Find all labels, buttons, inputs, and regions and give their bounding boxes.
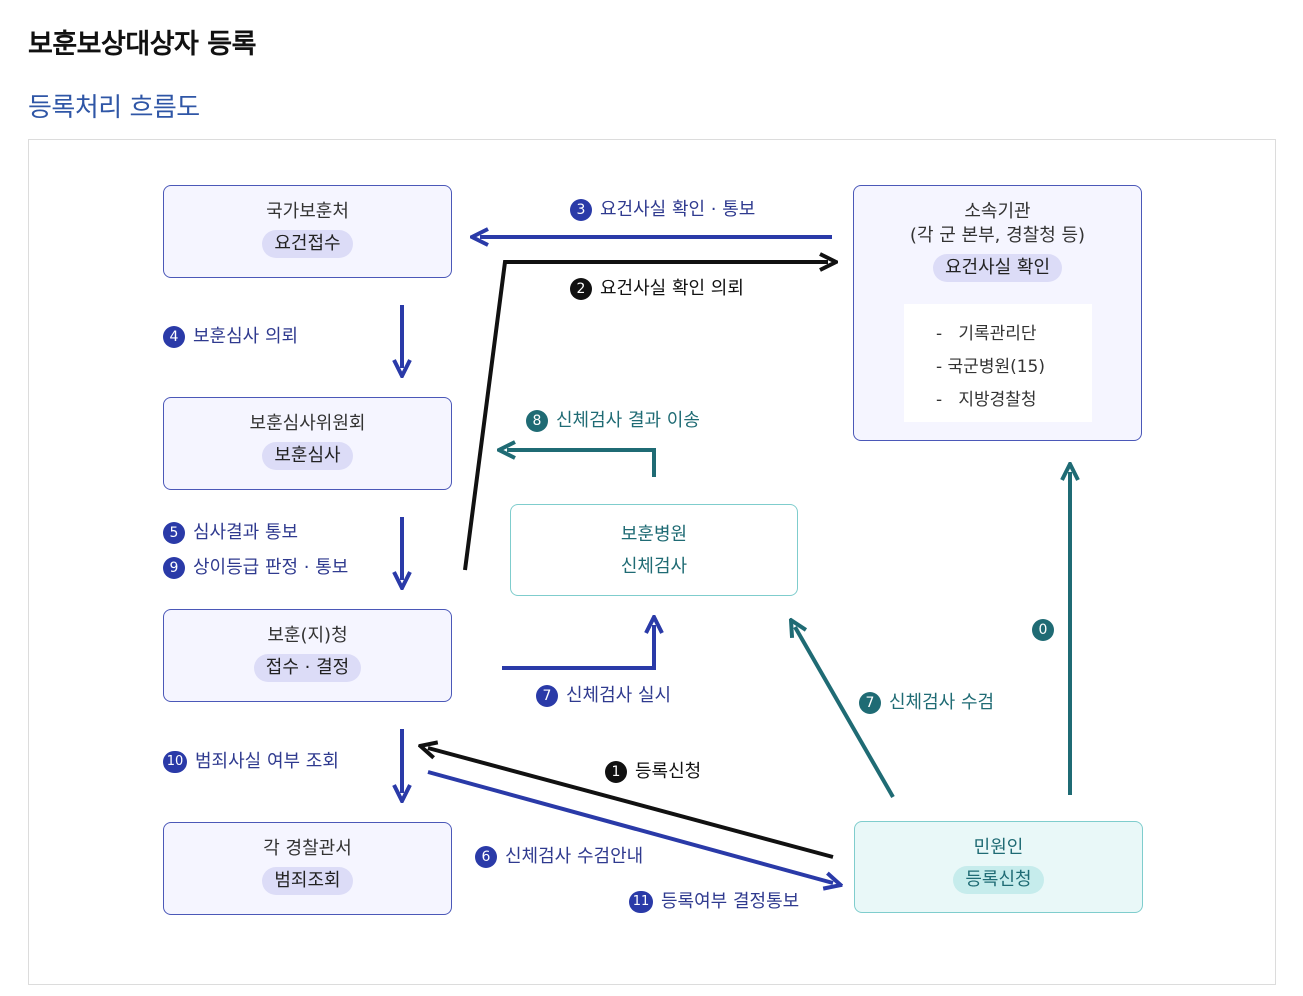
- step-11-badge: 11: [629, 891, 653, 913]
- node-applicant: 민원인 등록신청: [854, 821, 1143, 913]
- node-office-name: 보훈(지)청: [267, 625, 348, 646]
- arrow-step-2: [463, 262, 828, 571]
- node-committee-role: 보훈심사: [262, 442, 353, 470]
- arrow-step-1: [428, 748, 834, 859]
- step-7a-label: 7 신체검사 실시: [536, 684, 671, 708]
- step-10-badge: 10: [163, 751, 187, 773]
- node-affiliate-name: 소속기관: [964, 201, 1031, 222]
- step-4-badge: 4: [163, 326, 185, 348]
- step-3-label: 3 요건사실 확인 · 통보: [570, 198, 755, 222]
- step-11-label: 11 등록여부 결정통보: [629, 890, 799, 914]
- list-item: - 국군병원(15): [936, 357, 1045, 377]
- step-0-label: 0: [1032, 619, 1062, 641]
- node-affiliate-sub: (각 군 본부, 경찰청 등): [909, 225, 1086, 246]
- node-office: 보훈(지)청 접수 · 결정: [163, 609, 452, 702]
- step-5-text: 심사결과 통보: [193, 522, 299, 543]
- page-title: 보훈보상대상자 등록: [28, 29, 256, 60]
- node-police-name: 각 경찰관서: [263, 838, 352, 859]
- node-police: 각 경찰관서 범죄조회: [163, 822, 452, 915]
- step-9-text: 상이등급 판정 · 통보: [193, 557, 349, 578]
- arrow-step-7b: [795, 627, 895, 798]
- node-hospital-name: 보훈병원: [620, 524, 688, 545]
- step-11-text: 등록여부 결정통보: [661, 891, 800, 912]
- step-0-badge: 0: [1032, 619, 1054, 641]
- node-applicant-name: 민원인: [973, 837, 1024, 858]
- step-1-text: 등록신청: [635, 761, 702, 782]
- step-2-text: 요건사실 확인 의뢰: [600, 278, 744, 299]
- arrow-step-6-11: [427, 770, 833, 883]
- node-ministry-name: 국가보훈처: [266, 201, 349, 222]
- step-7a-text: 신체검사 실시: [566, 685, 672, 706]
- node-affiliate-role: 요건사실 확인: [932, 254, 1063, 282]
- step-3-badge: 3: [570, 199, 592, 221]
- arrow-step-7a: [502, 625, 654, 670]
- step-5-label: 5 심사결과 통보: [163, 521, 298, 545]
- step-7a-badge: 7: [536, 685, 558, 707]
- step-7b-text: 신체검사 수검: [889, 692, 995, 713]
- step-6-badge: 6: [475, 846, 497, 868]
- node-committee: 보훈심사위원회 보훈심사: [163, 397, 452, 490]
- step-7b-label: 7 신체검사 수검: [859, 691, 994, 715]
- node-office-role: 접수 · 결정: [253, 654, 362, 682]
- node-affiliate: 소속기관 (각 군 본부, 경찰청 등) 요건사실 확인 - 기록관리단 - 국…: [853, 185, 1142, 441]
- step-3-text: 요건사실 확인 · 통보: [600, 199, 756, 220]
- node-applicant-role: 등록신청: [953, 866, 1044, 894]
- node-police-role: 범죄조회: [262, 867, 353, 895]
- diagram-frame: [28, 139, 1276, 985]
- step-2-badge: 2: [570, 278, 592, 300]
- step-8-badge: 8: [526, 410, 548, 432]
- node-hospital-role: 신체검사: [620, 556, 688, 577]
- step-2-label: 2 요건사실 확인 의뢰: [570, 277, 744, 301]
- step-10-label: 10 범죄사실 여부 조회: [163, 750, 339, 774]
- step-4-text: 보훈심사 의뢰: [193, 326, 299, 347]
- step-10-text: 범죄사실 여부 조회: [195, 751, 339, 772]
- step-8-text: 신체검사 결과 이송: [556, 410, 700, 431]
- step-6-label: 6 신체검사 수검안내: [475, 845, 643, 869]
- list-item: - 기록관리단: [936, 324, 1037, 344]
- affiliate-list: - 기록관리단 - 국군병원(15) - 지방경찰청: [904, 304, 1092, 422]
- step-9-badge: 9: [163, 557, 185, 579]
- step-8-label: 8 신체검사 결과 이송: [526, 409, 700, 433]
- step-9-label: 9 상이등급 판정 · 통보: [163, 556, 348, 580]
- node-ministry: 국가보훈처 요건접수: [163, 185, 452, 278]
- step-6-text: 신체검사 수검안내: [505, 846, 644, 867]
- section-title: 등록처리 흐름도: [28, 93, 200, 123]
- node-committee-name: 보훈심사위원회: [249, 413, 366, 434]
- list-item: - 지방경찰청: [936, 390, 1037, 410]
- node-hospital: 보훈병원 신체검사: [510, 504, 798, 596]
- step-7b-badge: 7: [859, 692, 881, 714]
- arrow-step-8: [507, 450, 656, 477]
- step-1-badge: 1: [605, 761, 627, 783]
- node-ministry-role: 요건접수: [262, 230, 353, 258]
- step-1-label: 1 등록신청: [605, 760, 701, 784]
- step-4-label: 4 보훈심사 의뢰: [163, 325, 298, 349]
- step-5-badge: 5: [163, 522, 185, 544]
